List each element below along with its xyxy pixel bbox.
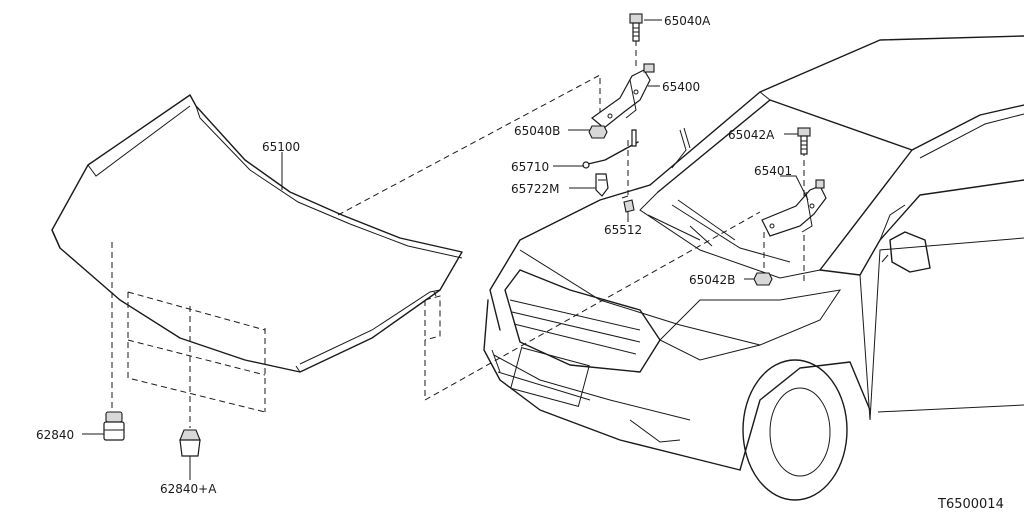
label-65040A: 65040A xyxy=(664,14,711,28)
label-65042B: 65042B xyxy=(689,273,735,287)
leader-lines xyxy=(82,19,809,480)
label-65710: 65710 xyxy=(511,160,549,174)
label-65400: 65400 xyxy=(662,80,700,94)
bumper-rubber-62840 xyxy=(103,411,125,441)
grommet-65512 xyxy=(621,195,635,213)
clip-65722M xyxy=(595,173,609,197)
hinge-guide-lines xyxy=(627,40,805,282)
figure-code: T6500014 xyxy=(937,497,1004,512)
label-65512: 65512 xyxy=(604,223,642,237)
label-65040B: 65040B xyxy=(514,124,560,138)
car-body xyxy=(483,35,1024,501)
hinge-65401 xyxy=(761,179,827,237)
bolt-65040A xyxy=(629,13,643,42)
hood-panel xyxy=(51,94,463,373)
nut-65040B xyxy=(588,125,608,139)
hinge-65400 xyxy=(591,63,655,135)
nut-65042B xyxy=(753,272,773,286)
bumper-rubber-62840A xyxy=(179,429,201,457)
label-65100: 65100 xyxy=(262,140,300,154)
label-62840: 62840 xyxy=(36,428,74,442)
bolt-65042A xyxy=(797,127,811,155)
label-65722M: 65722M xyxy=(511,182,560,196)
label-65401: 65401 xyxy=(754,164,792,178)
hood-rod-65710 xyxy=(582,129,639,169)
label-65042A: 65042A xyxy=(728,128,775,142)
part-labels: 65040A 65400 65040B 65100 65710 65722M 6… xyxy=(36,14,1004,512)
label-62840A: 62840+A xyxy=(160,482,217,496)
hood-guide-lines xyxy=(111,74,761,428)
